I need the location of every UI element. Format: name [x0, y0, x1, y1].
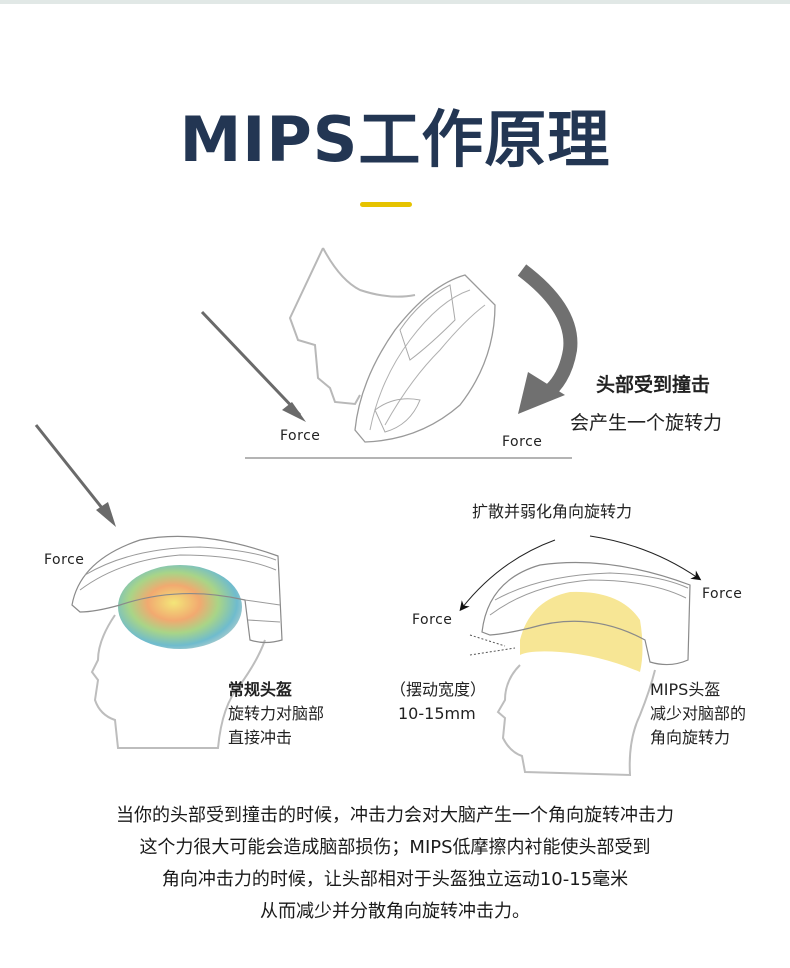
page-title: MIPS工作原理 [179, 103, 611, 176]
diffuse-caption: 扩散并弱化角向旋转力 [472, 502, 633, 521]
description-line: 从而减少并分散角向旋转冲击力。 [260, 901, 530, 922]
conventional-helmet-caption: 常规头盔 旋转力对脑部 直接冲击 [228, 678, 324, 750]
swing-width-value: 10-15mm [398, 704, 476, 723]
description-paragraph: 当你的头部受到撞击的时候，冲击力会对大脑产生一个角向旋转冲击力 这个力很大可能会… [0, 800, 790, 928]
title-underline [360, 202, 412, 207]
impact-caption-text: 会产生一个旋转力 [570, 412, 723, 434]
mips-helmet-caption: MIPS头盔 减少对脑部的 角向旋转力 [650, 678, 746, 750]
swing-width-label: （摆动宽度） [390, 680, 487, 699]
description-line: 角向冲击力的时候，让头部相对于头盔独立运动10-15毫米 [161, 869, 629, 890]
conventional-helmet-illustration [34, 424, 283, 749]
mips-helmet-illustration [459, 535, 702, 777]
conventional-caption-line: 直接冲击 [228, 728, 293, 747]
mips-caption-line: MIPS头盔 [650, 680, 721, 699]
description-line: 当你的头部受到撞击的时候，冲击力会对大脑产生一个角向旋转冲击力 [116, 805, 674, 826]
force-label-conventional: Force [44, 552, 85, 568]
force-label-mips-left: Force [412, 612, 453, 628]
top-helmet-illustration [200, 247, 578, 459]
force-label-top-left: Force [280, 428, 321, 444]
description-line: 这个力很大可能会造成脑部损伤；MIPS低摩擦内衬能使头部受到 [139, 837, 651, 858]
mips-caption-line: 减少对脑部的 [650, 704, 747, 723]
conventional-caption-line: 常规头盔 [228, 680, 293, 699]
mips-caption-line: 角向旋转力 [650, 728, 731, 747]
impact-caption-heading: 头部受到撞击 [596, 374, 711, 396]
force-label-mips-right: Force [702, 586, 743, 602]
force-label-top-right: Force [502, 434, 543, 450]
conventional-caption-line: 旋转力对脑部 [228, 704, 325, 723]
top-strip [0, 0, 790, 4]
